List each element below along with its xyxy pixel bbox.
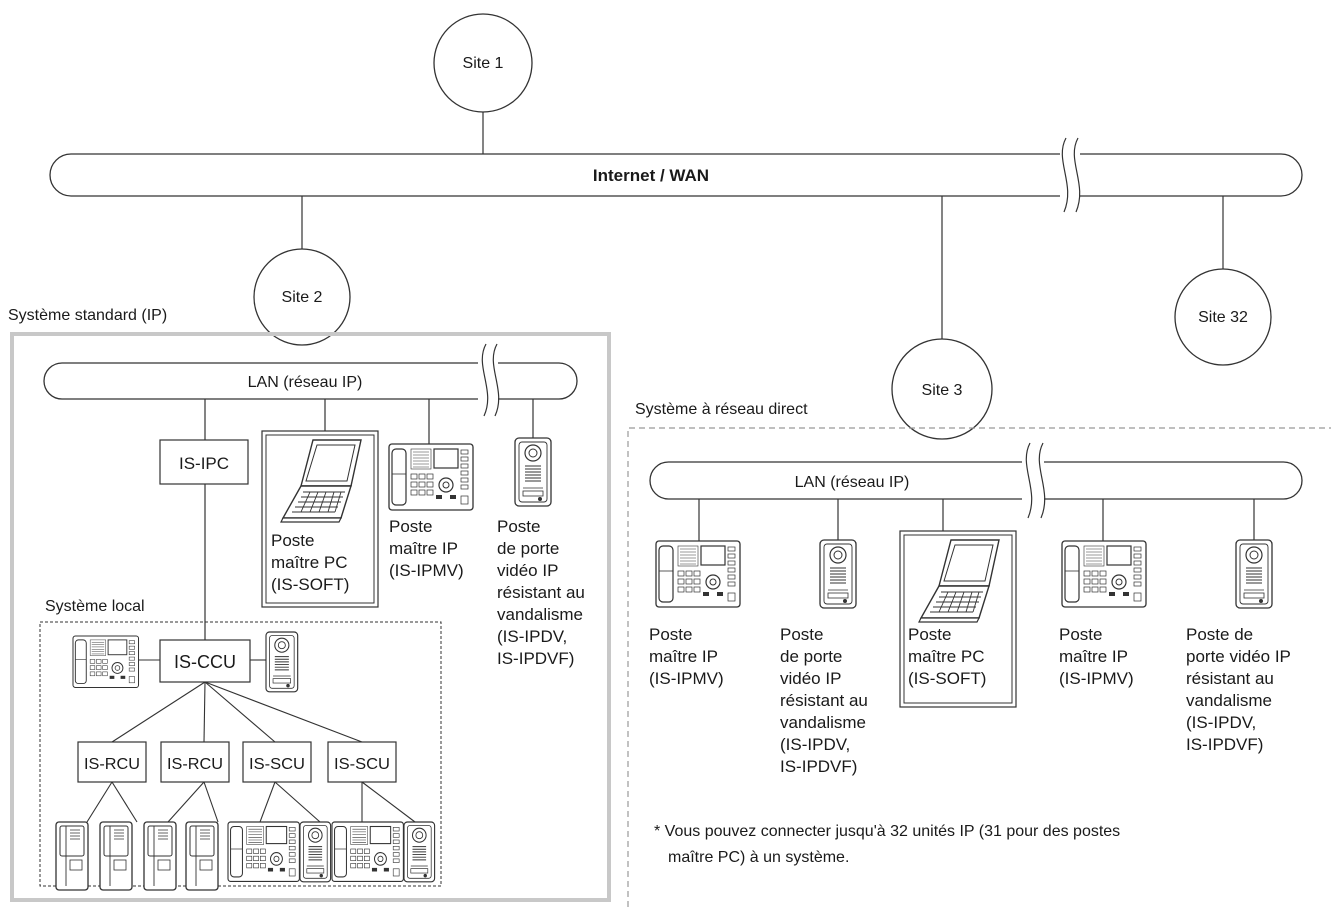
is-ccu-label: IS-CCU <box>174 652 236 672</box>
site1-node <box>433 13 533 113</box>
direct-lan-bus <box>649 442 1303 519</box>
standard-ip-master-label: Poste maître IP (IS-IPMV) <box>389 517 464 580</box>
local-system-frame <box>39 621 442 887</box>
standard-door-station-label: Poste de porte vidéo IP résistant au van… <box>497 517 590 668</box>
master-station-icon <box>655 540 741 608</box>
audio-station-icon <box>185 821 219 891</box>
is-rcu-box-2 <box>160 741 230 783</box>
door-station-icon <box>299 821 332 883</box>
is-scu-box-1 <box>242 741 312 783</box>
direct-pc-master-label: Poste maître PC (IS-SOFT) <box>908 625 989 688</box>
is-ipc-label: IS-IPC <box>179 454 229 473</box>
is-rcu-box-1 <box>77 741 147 783</box>
is-rcu-label-1: IS-RCU <box>84 756 140 773</box>
direct-lan-label: LAN (réseau IP) <box>795 474 910 491</box>
door-station-icon <box>514 437 552 507</box>
standard-system-frame <box>10 332 611 902</box>
direct-system-title: Système à réseau direct <box>635 401 808 418</box>
direct-lan-drops <box>698 499 1255 541</box>
site3-label: Site 3 <box>922 382 963 399</box>
site2-node <box>253 248 351 346</box>
footnote: * Vous pouvez connecter jusqu'à 32 unité… <box>654 823 1125 866</box>
direct-ip-master-1-label: Poste maître IP (IS-IPMV) <box>649 625 724 688</box>
standard-pc-master-label: Poste maître PC (IS-SOFT) <box>271 531 352 594</box>
master-station-icon <box>72 635 140 688</box>
door-station-icon <box>403 821 436 883</box>
master-station-icon <box>388 443 474 511</box>
audio-station-icon <box>143 821 177 891</box>
is-scu-label-2: IS-SCU <box>334 756 390 773</box>
site32-label: Site 32 <box>1198 309 1248 326</box>
site1-label: Site 1 <box>463 55 504 72</box>
master-station-icon <box>1061 540 1147 608</box>
local-links <box>86 659 416 823</box>
wan-bus <box>49 137 1303 213</box>
door-station-icon <box>1235 539 1273 609</box>
audio-station-icon <box>99 821 133 891</box>
is-ipc-box <box>159 439 249 485</box>
master-station-icon <box>331 821 404 882</box>
standard-lan-bus <box>43 343 578 417</box>
is-scu-box-2 <box>327 741 397 783</box>
wan-label: Internet / WAN <box>593 166 709 185</box>
is-scu-label-1: IS-SCU <box>249 756 305 773</box>
site32-node <box>1174 268 1272 366</box>
site2-label: Site 2 <box>282 289 323 306</box>
door-station-icon <box>819 539 857 609</box>
local-system-title: Système local <box>45 598 145 615</box>
direct-ip-master-2-label: Poste maître IP (IS-IPMV) <box>1059 625 1134 688</box>
master-station-icon <box>227 821 300 882</box>
site3-node <box>891 338 993 440</box>
audio-station-icon <box>55 821 89 891</box>
standard-lan-drops <box>204 399 534 660</box>
standard-lan-label: LAN (réseau IP) <box>248 374 363 391</box>
is-rcu-label-2: IS-RCU <box>167 756 223 773</box>
direct-door-station-1-label: Poste de porte vidéo IP résistant au van… <box>780 625 873 776</box>
standard-system-title: Système standard (IP) <box>8 307 167 324</box>
door-station-icon <box>265 631 299 693</box>
direct-door-station-2-label: Poste de porte vidéo IP résistant au van… <box>1186 625 1295 754</box>
